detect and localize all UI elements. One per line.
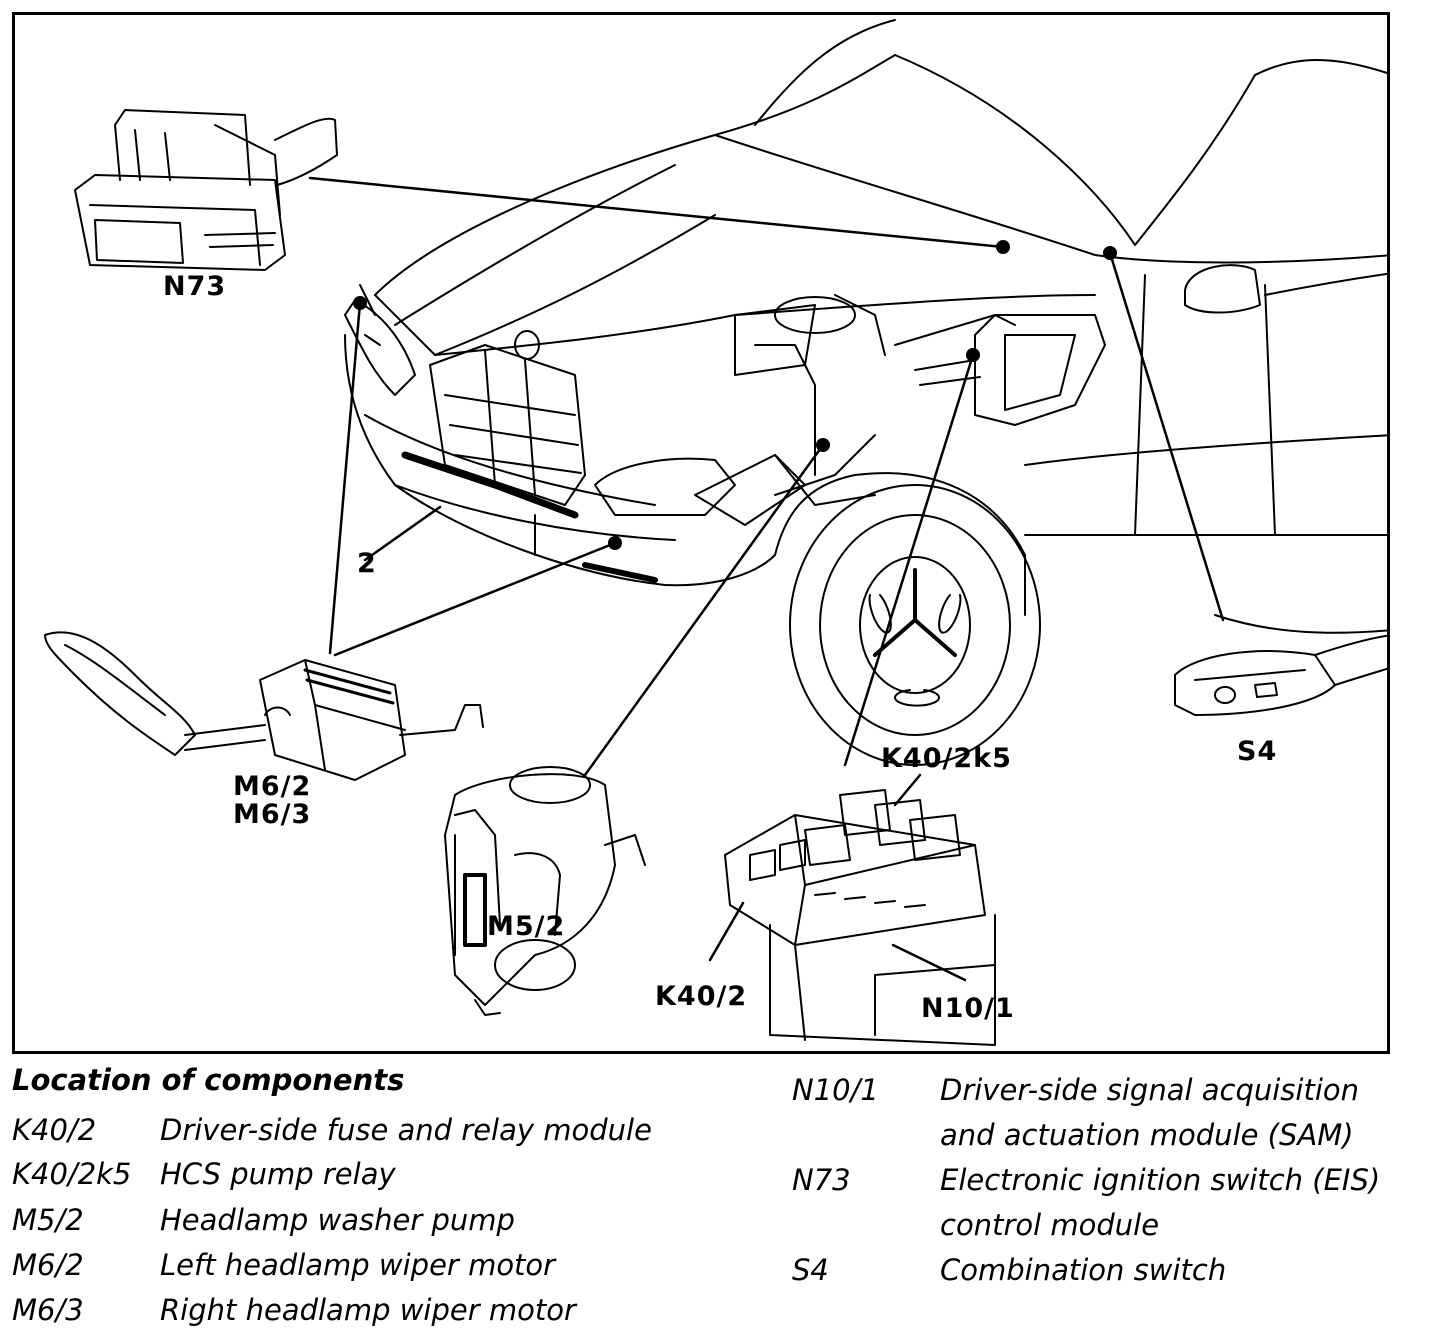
legend-desc-line2: and actuation module (SAM) xyxy=(940,1118,1354,1152)
legend-code: M5/2 xyxy=(12,1203,84,1237)
callout-k40-2k5: K40/2k5 xyxy=(881,743,1012,774)
legend-desc: Left headlamp wiper motor xyxy=(160,1248,556,1282)
car-body xyxy=(344,19,1387,766)
headlamp-wiper-arm-drawing xyxy=(44,631,266,756)
callout-n10-1: N10/1 xyxy=(921,993,1015,1024)
dot-m6-left xyxy=(353,296,367,310)
callout-m6-2: M6/2 xyxy=(233,771,312,802)
legend-code: M6/2 xyxy=(12,1248,84,1282)
legend-desc: Right headlamp wiper motor xyxy=(160,1293,576,1327)
legend-code: K40/2k5 xyxy=(12,1157,132,1191)
wiper-motor-drawing xyxy=(259,659,484,781)
washer-pump-drawing xyxy=(444,766,646,1016)
legend-desc: Electronic ignition switch (EIS) xyxy=(940,1163,1381,1197)
legend-code: S4 xyxy=(792,1253,829,1287)
leader-lines xyxy=(308,176,1225,982)
callout-k40-2: K40/2 xyxy=(655,981,748,1012)
dot-m6-right xyxy=(608,536,622,550)
legend-desc: Combination switch xyxy=(940,1253,1227,1287)
legend-desc-line2: control module xyxy=(940,1208,1160,1242)
diagram-frame: N73 2 M6/2 M6/3 M5/2 K40/2k5 K40/2 N10/1… xyxy=(12,12,1390,1054)
legend-code: M6/3 xyxy=(12,1293,84,1327)
legend-code: N73 xyxy=(792,1163,851,1197)
dot-k40-2k5 xyxy=(966,348,980,362)
components-legend: Location of components K40/2 Driver-side… xyxy=(0,1058,1440,1340)
legend-code: K40/2 xyxy=(12,1113,97,1147)
ignition-switch-module-drawing xyxy=(74,109,338,271)
callout-m5-2: M5/2 xyxy=(487,911,566,942)
callout-s4: S4 xyxy=(1237,736,1278,767)
legend-desc: Driver-side fuse and relay module xyxy=(160,1113,652,1147)
vehicle-component-illustration xyxy=(44,19,1387,1046)
callout-n73: N73 xyxy=(163,271,227,302)
callout-dots xyxy=(353,240,1117,550)
legend-title: Location of components xyxy=(12,1063,405,1097)
fuse-relay-module-drawing xyxy=(724,789,996,1046)
legend-desc: Headlamp washer pump xyxy=(160,1203,515,1237)
dot-m5-2 xyxy=(816,438,830,452)
callout-m6-3: M6/3 xyxy=(233,799,312,830)
legend-desc: Driver-side signal acquisition xyxy=(940,1073,1360,1107)
legend-code: N10/1 xyxy=(792,1073,879,1107)
dot-s4 xyxy=(1103,246,1117,260)
legend-desc: HCS pump relay xyxy=(160,1157,396,1191)
dot-n73 xyxy=(996,240,1010,254)
combination-switch-drawing xyxy=(1174,634,1387,716)
callout-2: 2 xyxy=(357,548,377,579)
